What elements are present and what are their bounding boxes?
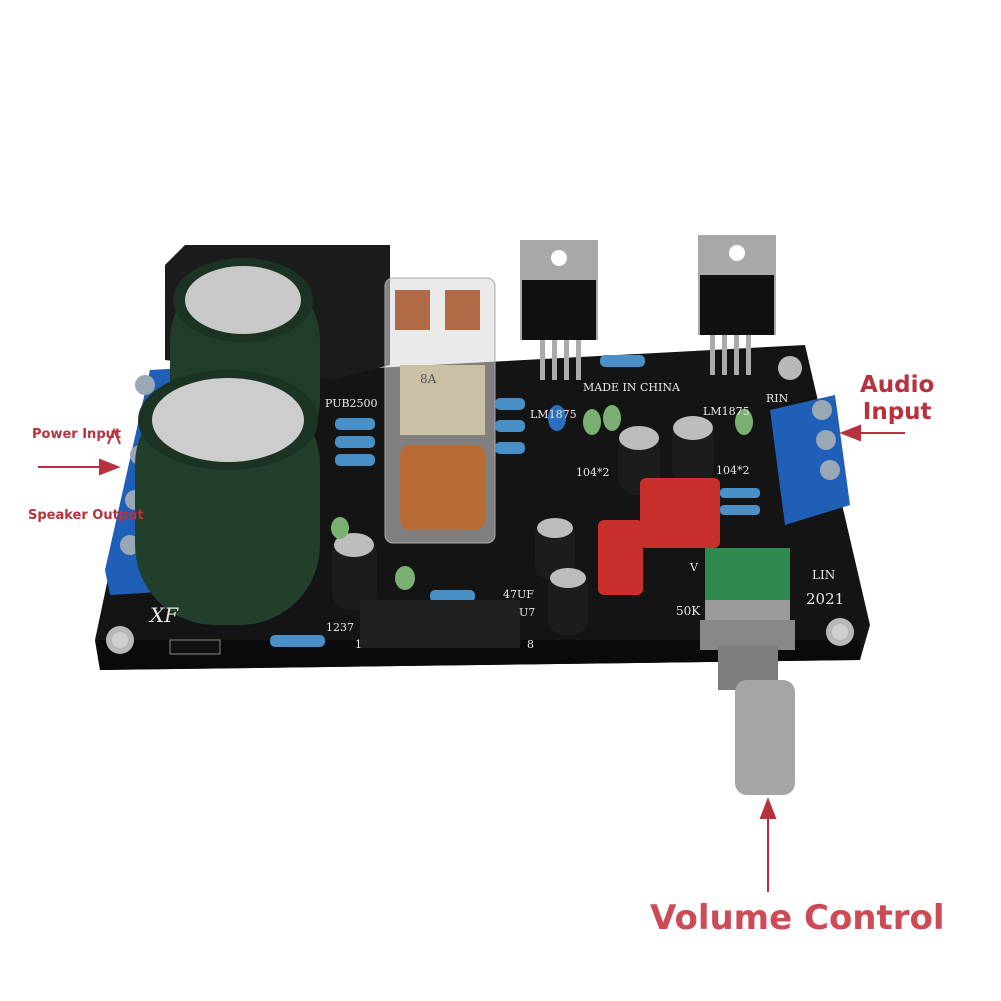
audio-input-line1: Audio bbox=[860, 372, 935, 398]
silk-pin-8: 8 bbox=[527, 638, 534, 651]
annotation-arrows bbox=[38, 424, 905, 892]
silk-year: 2021 bbox=[806, 590, 845, 608]
lm1875-left bbox=[520, 240, 598, 380]
terminal-block-right bbox=[770, 395, 850, 525]
silk-brand: XF bbox=[150, 603, 179, 627]
silk-lm1875-left: LM1875 bbox=[530, 408, 577, 421]
power-input-label: Power Input bbox=[32, 427, 122, 442]
small-capacitors bbox=[332, 416, 714, 635]
diode bbox=[169, 639, 221, 655]
volume-potentiometer bbox=[700, 548, 795, 795]
silk-made-in-china: MADE IN CHINA bbox=[583, 381, 680, 394]
silk-pin-1: 1 bbox=[355, 638, 362, 651]
audio-input-line2: Input bbox=[862, 399, 932, 425]
silk-cap-right: 104*2 bbox=[716, 464, 750, 477]
volume-control-label: Volume Control bbox=[650, 898, 945, 938]
audio-input-label: Audio Input bbox=[860, 372, 934, 426]
ic-socket bbox=[360, 600, 520, 648]
ceramic-capacitors bbox=[331, 405, 753, 590]
silk-rin: RIN bbox=[766, 392, 789, 405]
silk-bridge: PUB2500 bbox=[325, 397, 378, 410]
silk-cap-left: 104*2 bbox=[576, 466, 610, 479]
silk-u7: U7 bbox=[519, 606, 536, 619]
film-capacitor bbox=[598, 520, 643, 595]
silk-lm1875-right: LM1875 bbox=[703, 405, 750, 418]
silk-lin: LIN bbox=[812, 568, 836, 582]
silk-cap-value: 47UF bbox=[503, 588, 534, 601]
silk-vol: V bbox=[690, 561, 698, 574]
mounting-hole bbox=[778, 356, 802, 380]
speaker-output-label: Speaker Output bbox=[28, 508, 144, 523]
relay-rating: 8A bbox=[420, 372, 437, 386]
silk-1237: 1237 bbox=[326, 621, 354, 634]
lm1875-right bbox=[698, 235, 776, 375]
silk-pot-value: 50K bbox=[676, 604, 701, 618]
film-capacitor bbox=[640, 478, 720, 548]
resistors bbox=[270, 355, 760, 647]
